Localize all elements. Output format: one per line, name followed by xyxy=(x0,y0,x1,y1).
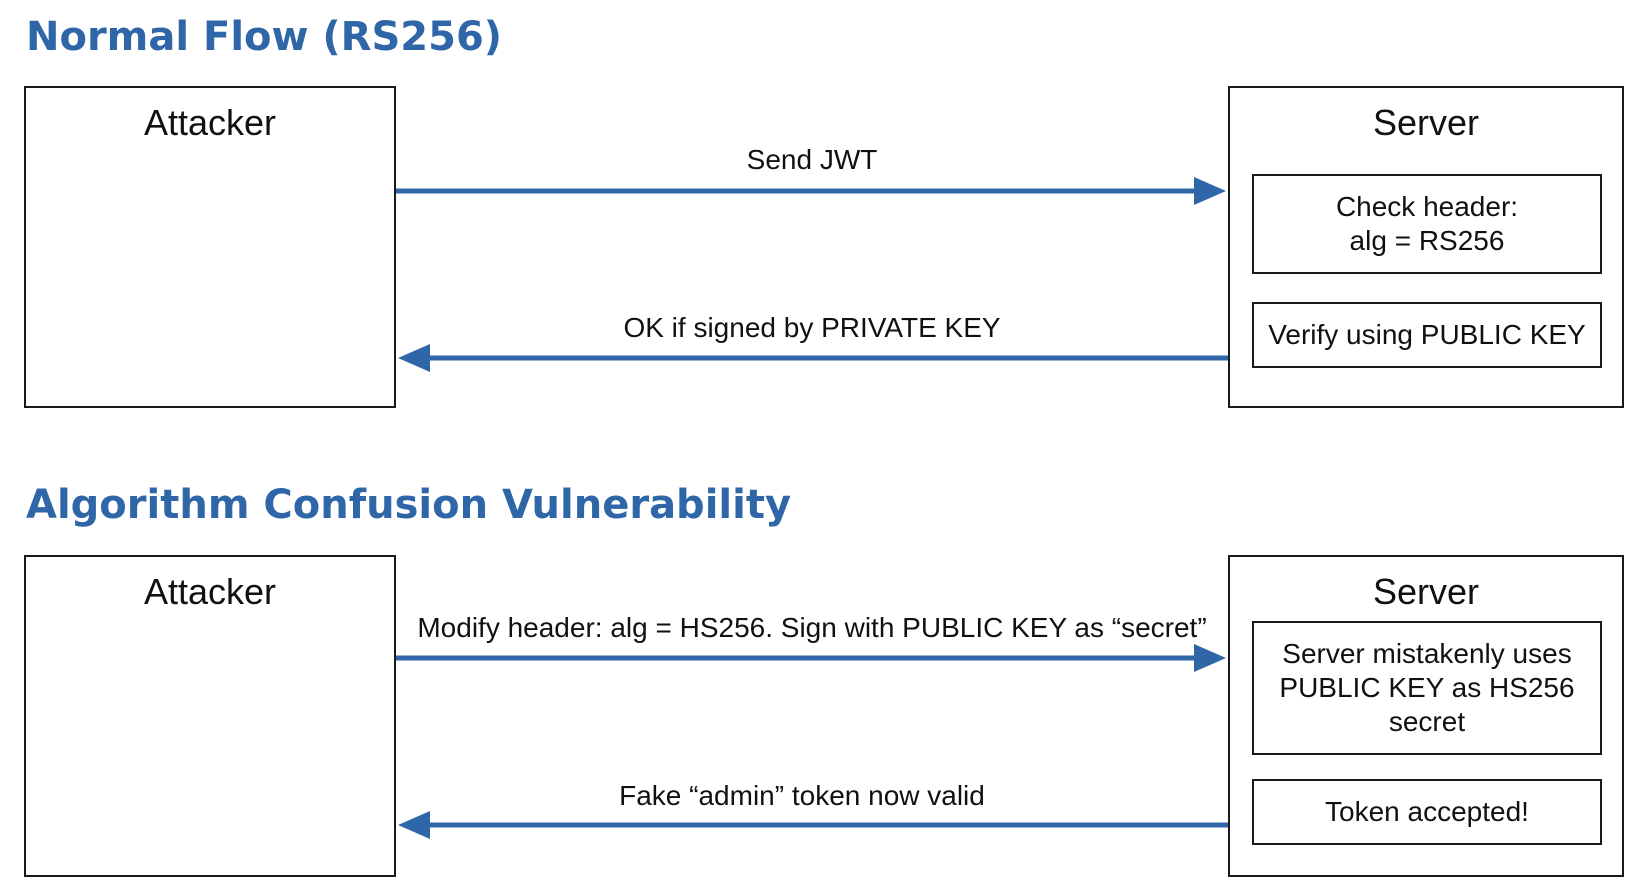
attacker-label: Attacker xyxy=(143,571,277,612)
message-ok-if-signed: OK if signed by PRIVATE KEY xyxy=(623,312,1001,343)
server-step-token-accepted: Token accepted! xyxy=(1252,779,1602,845)
server-box-confusion: Server Server mistakenly uses PUBLIC KEY… xyxy=(1228,555,1624,877)
arrow-modify-header xyxy=(396,644,1226,672)
server-step-check-header: Check header: alg = RS256 xyxy=(1252,174,1602,274)
server-label: Server xyxy=(1372,102,1480,143)
message-modify-header: Modify header: alg = HS256. Sign with PU… xyxy=(417,612,1207,643)
arrow-ok-if-signed xyxy=(398,344,1228,372)
arrow-fake-admin-token xyxy=(398,811,1228,839)
message-send-jwt: Send JWT xyxy=(746,144,878,175)
attacker-box-confusion: Attacker xyxy=(24,555,396,877)
section-title-normal-flow: Normal Flow (RS256) xyxy=(26,14,503,60)
server-step-verify-public-key: Verify using PUBLIC KEY xyxy=(1252,302,1602,368)
server-box-normal: Server Check header: alg = RS256 Verify … xyxy=(1228,86,1624,408)
section-title-algorithm-confusion: Algorithm Confusion Vulnerability xyxy=(26,482,792,528)
server-label: Server xyxy=(1372,571,1480,612)
server-step-mistaken-key-use: Server mistakenly uses PUBLIC KEY as HS2… xyxy=(1252,621,1602,755)
attacker-label: Attacker xyxy=(143,102,277,143)
arrow-send-jwt xyxy=(396,177,1226,205)
message-fake-admin-token: Fake “admin” token now valid xyxy=(619,780,985,811)
attacker-box-normal: Attacker xyxy=(24,86,396,408)
